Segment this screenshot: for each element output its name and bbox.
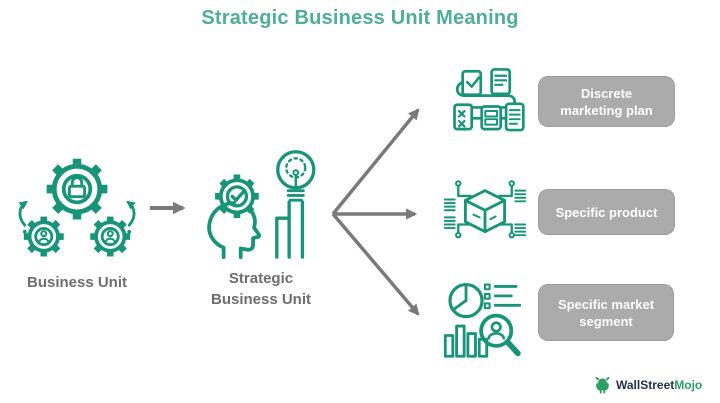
pill-line: segment xyxy=(579,313,633,329)
pill-line: marketing plan xyxy=(560,102,653,118)
arrow-to-marketing-plan xyxy=(331,108,420,216)
brand-logo: WallStreetMojo xyxy=(592,372,702,398)
page-title: Strategic Business Unit Meaning xyxy=(201,7,519,29)
pill-line: Discrete xyxy=(580,85,633,101)
pill-line: Specific market xyxy=(557,296,655,312)
head-gear-lightbulb-icon xyxy=(207,150,316,259)
business-unit-label: Business Unit xyxy=(26,274,128,291)
brand-name: WallStreetMojo xyxy=(616,378,702,392)
bull-icon xyxy=(595,376,610,393)
outcome-pill-product: Specific product xyxy=(538,189,675,235)
strategic-label-line2: Business Unit xyxy=(210,291,312,308)
pill-line: Specific product xyxy=(555,204,658,220)
outcome-pill-marketing-plan: Discrete marketing plan xyxy=(538,76,675,127)
arrow-to-market-segment xyxy=(331,212,420,316)
strategic-label-line1: Strategic xyxy=(228,270,294,287)
brand-name-part2: Mojo xyxy=(674,378,703,392)
marketing-plan-checklist-icon xyxy=(453,68,525,132)
team-gears-icon xyxy=(18,158,136,257)
product-cube-icon xyxy=(444,180,526,239)
strategic-business-unit-label: Strategic Business Unit xyxy=(186,268,336,310)
outcome-pill-market-segment: Specific market segment xyxy=(538,284,674,341)
brand-name-part1: WallStreet xyxy=(616,378,675,392)
market-analysis-icon xyxy=(443,282,522,358)
